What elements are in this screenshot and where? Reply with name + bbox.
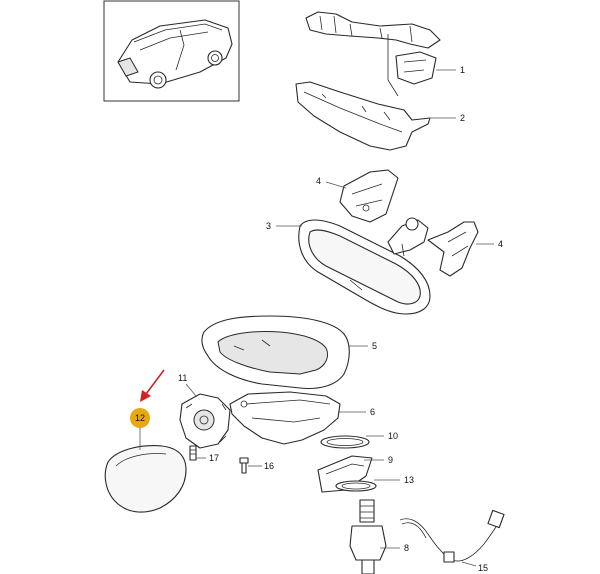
callout-17: 17 xyxy=(209,453,219,463)
part-15-wiring-harness xyxy=(399,509,505,563)
callout-9: 9 xyxy=(388,455,393,465)
highlight-callout-12: 12 xyxy=(130,369,165,428)
part-5-mirror-housing xyxy=(201,315,350,390)
part-3-interior-mirror xyxy=(298,217,431,315)
part-11-adjuster-motor xyxy=(179,393,231,449)
callout-4-upper: 4 xyxy=(316,176,321,186)
vehicle-thumbnail xyxy=(103,0,240,102)
part-17-screw xyxy=(189,445,197,461)
callout-10: 10 xyxy=(388,431,398,441)
part-8-mounting-stud xyxy=(349,499,387,574)
leader-lines xyxy=(139,69,494,567)
part-6-housing-base xyxy=(229,391,341,445)
callout-11: 11 xyxy=(178,373,187,383)
part-4-bracket-upper xyxy=(339,169,399,223)
part-2-cover xyxy=(295,81,431,151)
red-arrow xyxy=(145,369,165,395)
part-1-mount-bracket xyxy=(305,11,441,97)
part-4-bracket-right xyxy=(427,221,479,277)
callout-2: 2 xyxy=(460,113,465,123)
part-9-seal xyxy=(317,455,373,493)
callout-8: 8 xyxy=(404,543,409,553)
red-arrowhead xyxy=(140,390,151,402)
callout-6: 6 xyxy=(370,407,375,417)
part-12-mirror-glass xyxy=(104,445,187,513)
callout-13: 13 xyxy=(404,475,414,485)
part-13-gasket-ring xyxy=(335,480,377,492)
part-16-screw xyxy=(239,457,249,474)
callout-3: 3 xyxy=(266,221,271,231)
part-10-gasket xyxy=(320,435,370,449)
callout-12: 12 xyxy=(135,413,145,423)
callout-16: 16 xyxy=(264,461,274,471)
car-illustration xyxy=(117,19,233,89)
callout-5: 5 xyxy=(372,341,377,351)
callout-15: 15 xyxy=(478,563,488,573)
callout-1: 1 xyxy=(460,65,465,75)
highlight-badge xyxy=(130,408,150,428)
callout-4-right: 4 xyxy=(498,239,503,249)
callout-labels: 1 2 4 3 4 5 11 6 10 17 9 16 13 8 15 xyxy=(178,65,503,573)
